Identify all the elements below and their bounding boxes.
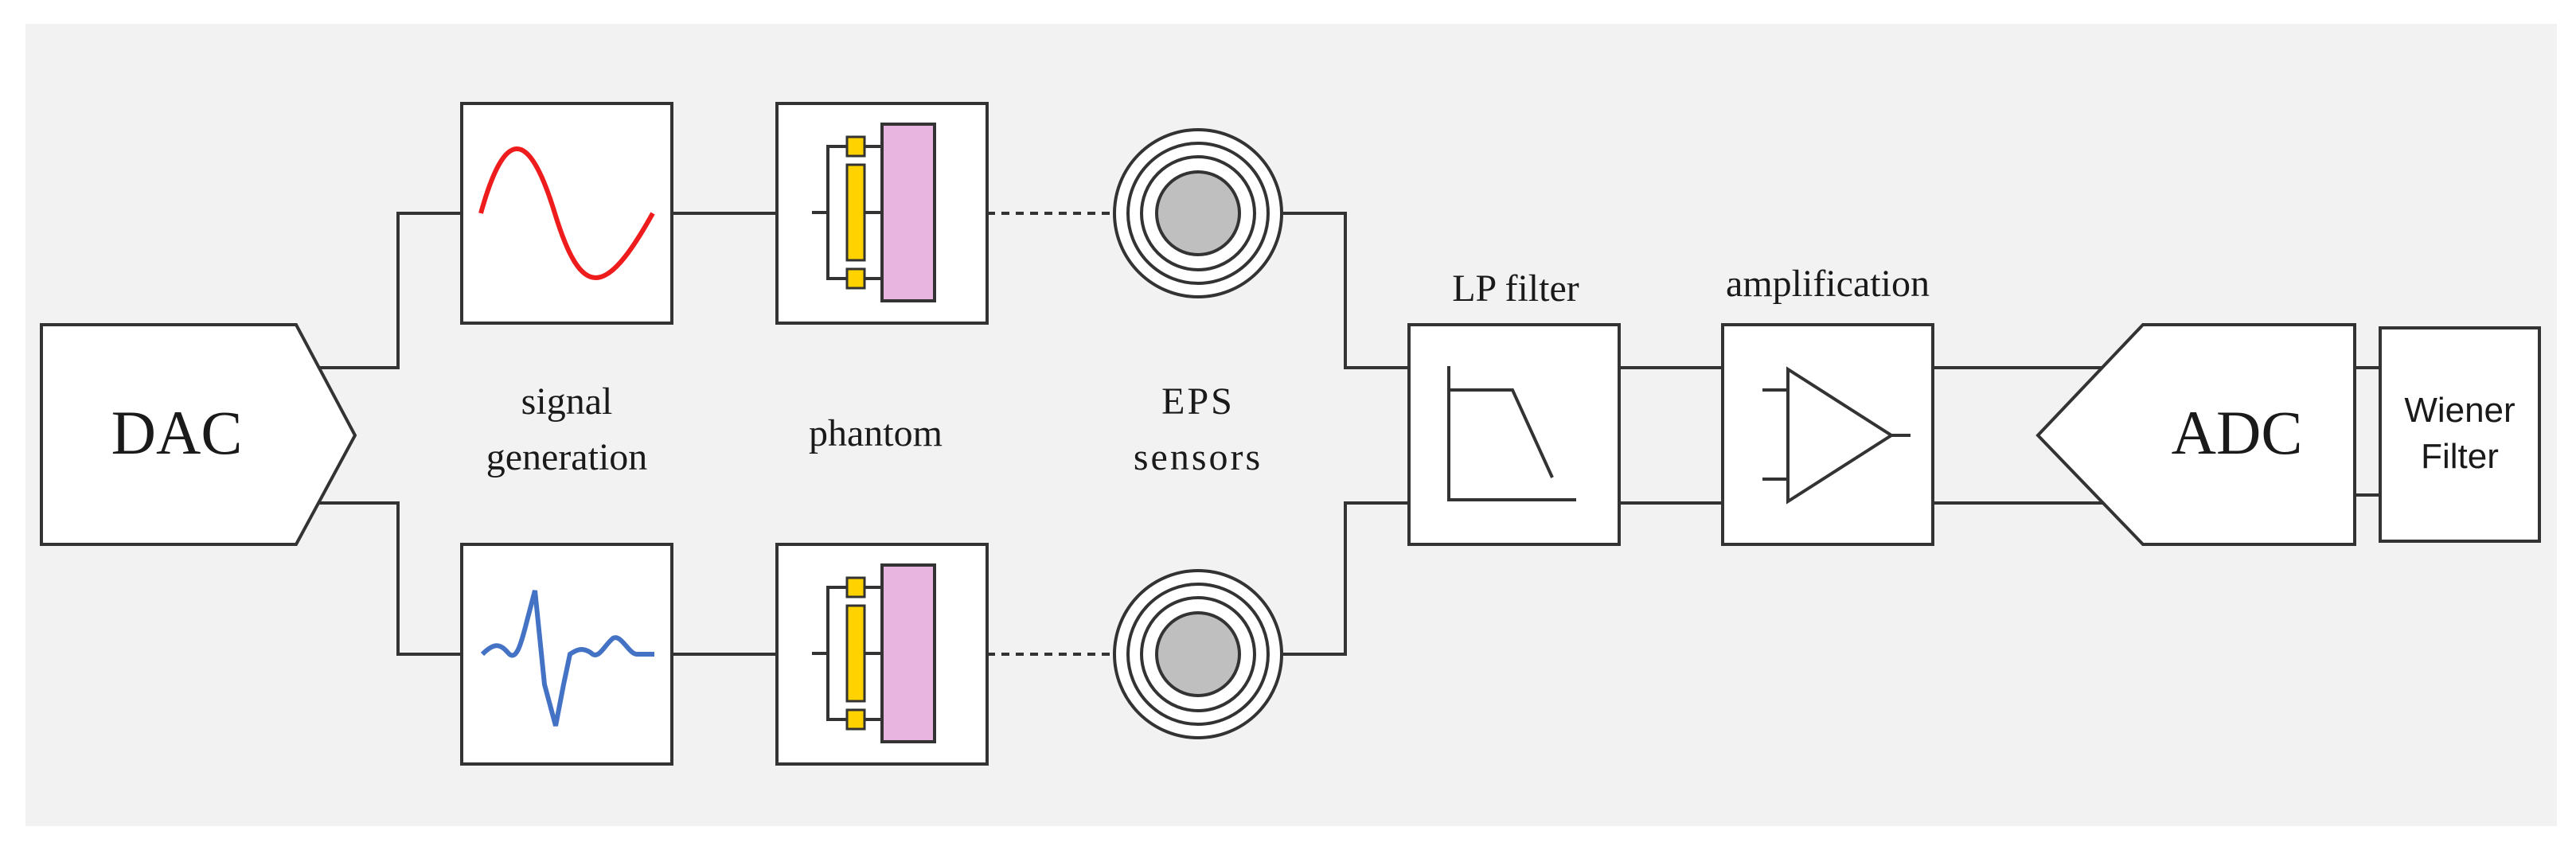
- lowpass-response-icon: [1447, 366, 1576, 501]
- electrode-phantom-icon: [812, 123, 936, 302]
- concentric-sensor-icon: [1113, 128, 1283, 298]
- dac-label: DAC: [111, 398, 243, 467]
- pulse-wave-icon: [480, 590, 654, 727]
- sine-wave-icon: [478, 146, 655, 280]
- lp-filter-label: LP filter: [1452, 267, 1579, 310]
- adc-block: ADC: [2035, 323, 2356, 546]
- wiener-filter-block: Wiener Filter: [2379, 326, 2541, 543]
- capacitive-coupling-dashes: [987, 212, 1113, 656]
- wiener-filter-label-line2: Filter: [2421, 437, 2499, 476]
- phantom-top: [775, 102, 989, 325]
- signal-generator-top: [460, 102, 673, 325]
- dac-block: DAC: [40, 323, 357, 546]
- eps-sensors-label-line1: EPS: [1161, 380, 1235, 423]
- adc-label: ADC: [2172, 398, 2303, 467]
- lp-filter-block: [1407, 323, 1621, 546]
- eps-sensor-top: [1113, 128, 1283, 298]
- eps-sensor-bottom: [1113, 569, 1283, 739]
- amplification-label: amplification: [1726, 263, 1930, 305]
- amplification-block: [1721, 323, 1934, 546]
- signal-generation-label-line2: generation: [486, 436, 648, 478]
- signal-generator-bottom: [460, 543, 673, 766]
- amplifier-triangle-icon: [1762, 366, 1911, 505]
- eps-sensors-label-line2: sensors: [1134, 436, 1263, 478]
- electrode-phantom-icon: [812, 563, 936, 743]
- concentric-sensor-icon: [1113, 569, 1283, 739]
- phantom-label: phantom: [809, 412, 943, 454]
- signal-generation-label-line1: signal: [521, 380, 613, 423]
- phantom-bottom: [775, 543, 989, 766]
- wiener-filter-label-line1: Wiener: [2404, 391, 2515, 430]
